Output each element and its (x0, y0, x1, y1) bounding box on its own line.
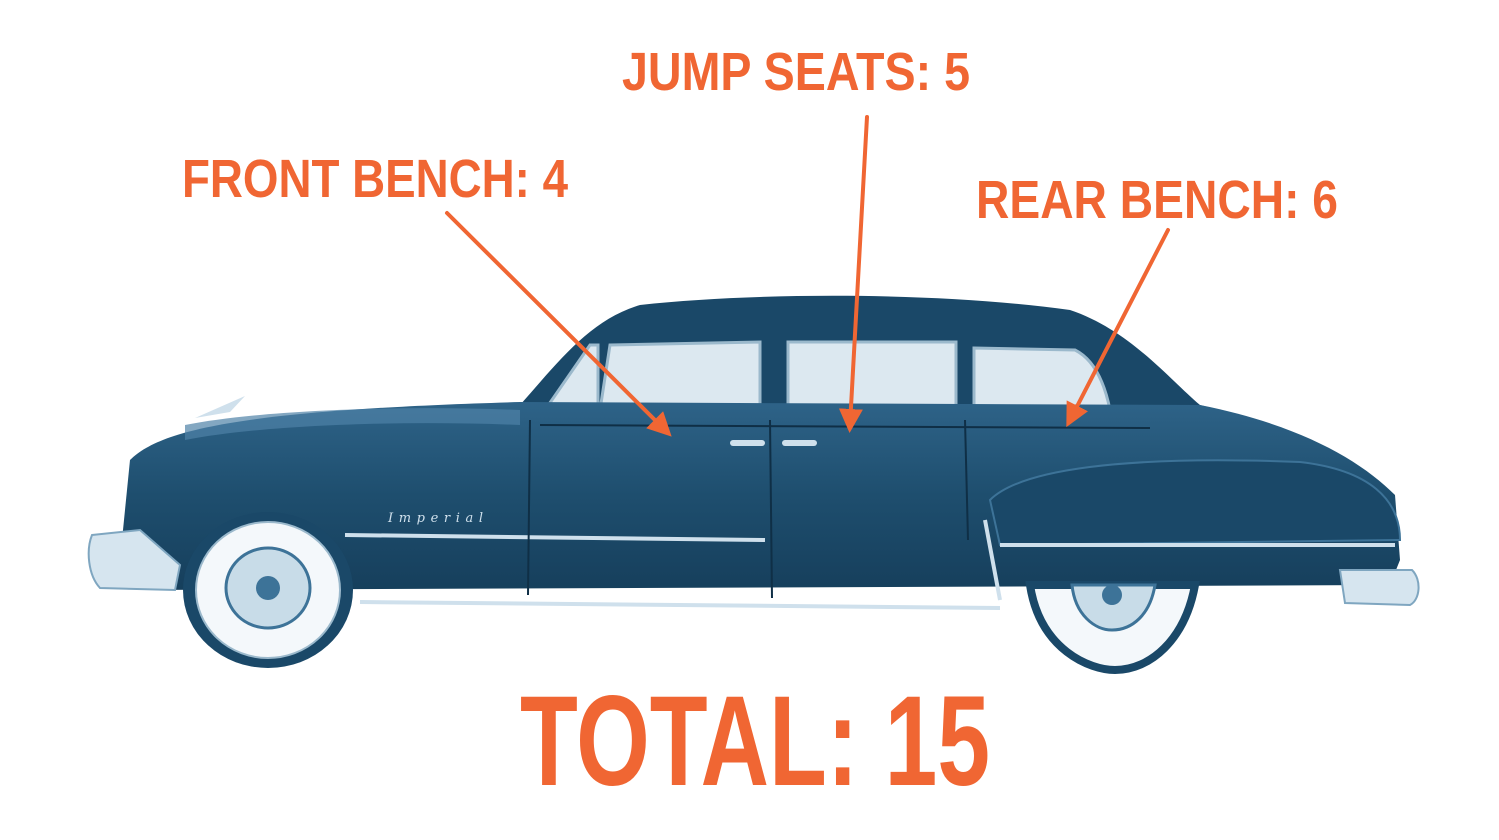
chrome-trim (344, 519, 1395, 610)
front-bench-arrow (445, 211, 672, 437)
total-label: TOTAL: 15 (520, 670, 990, 813)
car-windows (542, 340, 1112, 414)
hood-ornament (195, 396, 245, 418)
rear-bench-label: REAR BENCH: 6 (976, 170, 1338, 230)
jump-seats-arrow (838, 115, 869, 433)
rear-bumper (1338, 569, 1420, 607)
imperial-script-badge: Imperial (387, 511, 483, 526)
jump-seats-label: JUMP SEATS: 5 (622, 42, 970, 102)
front-bench-label: FRONT BENCH: 4 (182, 149, 568, 209)
front-wheel (183, 512, 353, 668)
limousine-illustration: Imperial (87, 295, 1420, 675)
front-bumper (87, 528, 182, 592)
rear-wheel (1025, 581, 1200, 675)
door-handles (730, 440, 817, 446)
rear-bench-arrow (1066, 228, 1170, 428)
rear-fender (988, 459, 1402, 547)
